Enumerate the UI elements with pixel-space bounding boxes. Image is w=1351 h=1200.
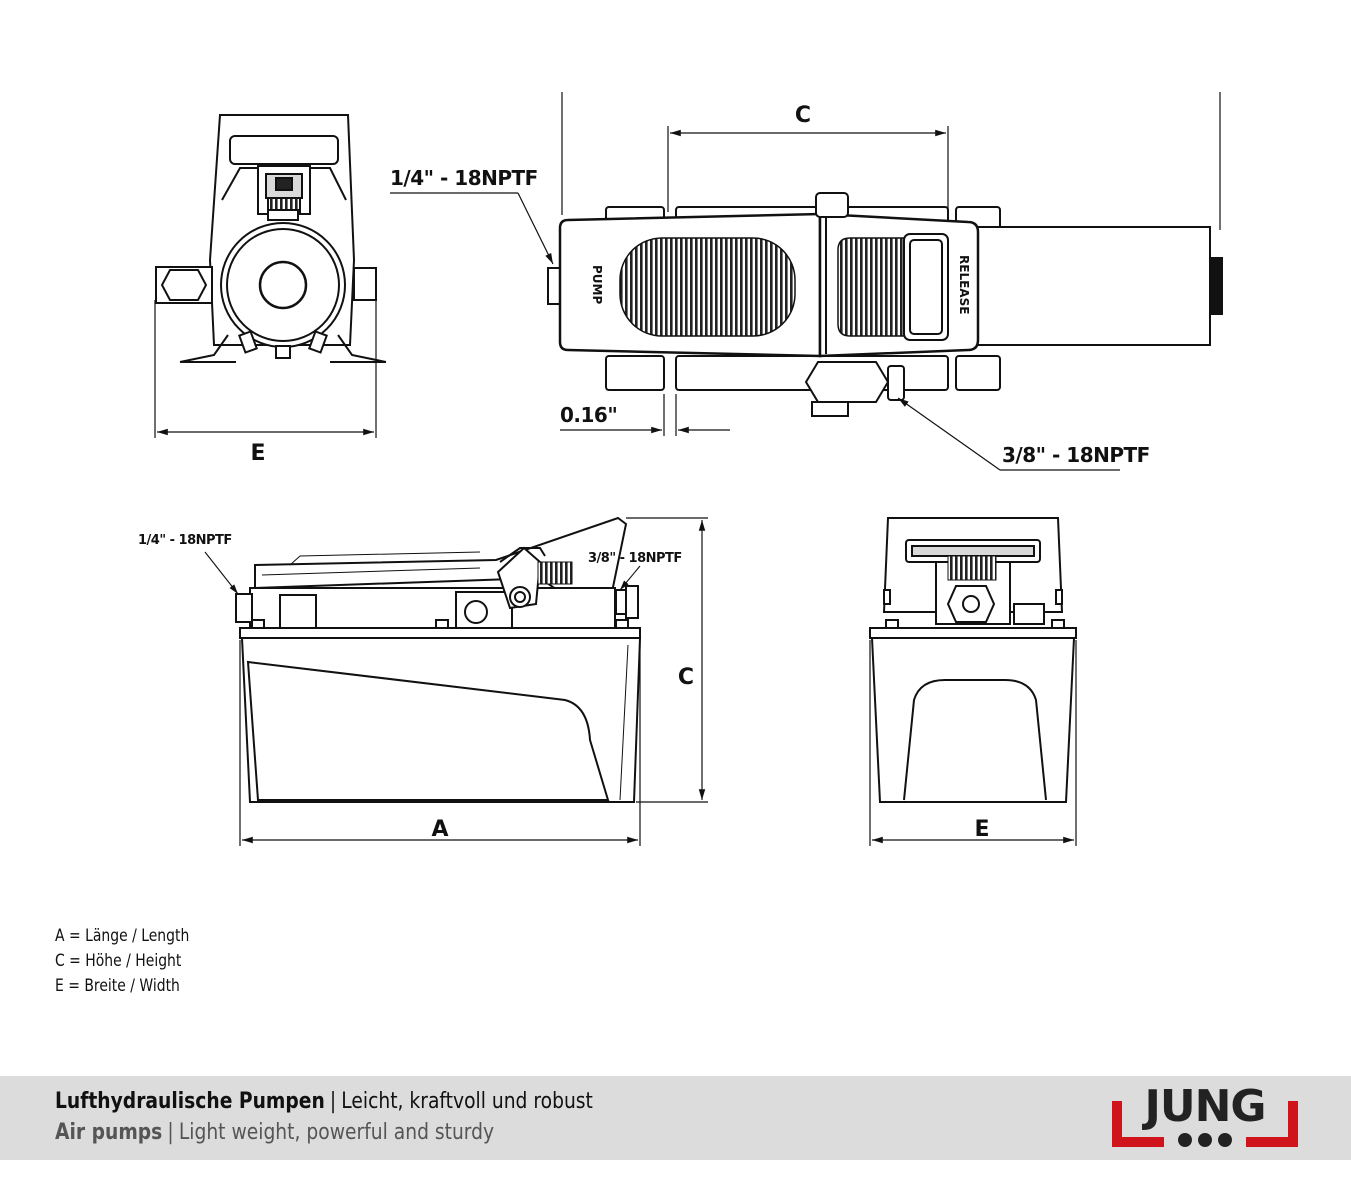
callout-leader-38-side (619, 565, 641, 591)
dimension-e-front (869, 640, 1077, 846)
side-view (235, 516, 642, 803)
callout-leader-38 (897, 397, 1120, 471)
end-view-top (155, 114, 387, 363)
legend: A = Länge / Length C = Höhe / Height E =… (55, 924, 189, 999)
jung-logo: JUNG (1112, 1081, 1298, 1149)
legend-item-a: A = Länge / Length (55, 926, 190, 946)
dim-label-a-side: A (431, 817, 448, 842)
dimension-c-top (561, 92, 1221, 230)
logo-text: JUNG (1144, 1081, 1266, 1132)
dim-label-c-top: C (795, 103, 811, 128)
callout-label-38-side: 3/8" - 18NPTF (588, 551, 682, 566)
front-view (869, 517, 1077, 803)
footer-separator: | (167, 1120, 174, 1145)
dimension-a-side (239, 640, 641, 846)
callout-label-38: 3/8" - 18NPTF (1002, 443, 1150, 467)
legend-item-c: C = Höhe / Height (55, 951, 182, 971)
footer-tagline-english: Light weight, powerful and sturdy (178, 1120, 495, 1145)
release-marking: RELEASE (957, 255, 971, 314)
dimension-c-side (626, 517, 708, 803)
callout-label-14-side: 1/4" - 18NPTF (138, 533, 232, 548)
dimension-e-top (154, 300, 377, 438)
callout-label-14: 1/4" - 18NPTF (390, 166, 538, 190)
footer-line-german: Lufthydraulische Pumpen|Leicht, kraftvol… (55, 1089, 593, 1114)
gap-label: 0.16" (560, 403, 617, 427)
legend-item-e: E = Breite / Width (55, 976, 180, 996)
footer-tagline-german: Leicht, kraftvoll und robust (341, 1089, 593, 1114)
plan-view (547, 192, 1223, 417)
footer-title-german: Lufthydraulische Pumpen (55, 1089, 325, 1114)
dim-label-c-side: C (678, 665, 694, 690)
dim-label-e-top: E (250, 441, 265, 466)
dimension-gap (560, 394, 730, 436)
footer-separator: | (329, 1089, 337, 1114)
dim-label-e-front: E (974, 817, 989, 842)
pump-marking: PUMP (590, 265, 604, 304)
logo-mark (1112, 1101, 1298, 1147)
callout-leader-14 (390, 192, 554, 265)
footer-line-english: Air pumps|Light weight, powerful and stu… (55, 1120, 494, 1145)
footer-title-english: Air pumps (55, 1120, 163, 1145)
callout-leader-14-side (204, 551, 239, 595)
